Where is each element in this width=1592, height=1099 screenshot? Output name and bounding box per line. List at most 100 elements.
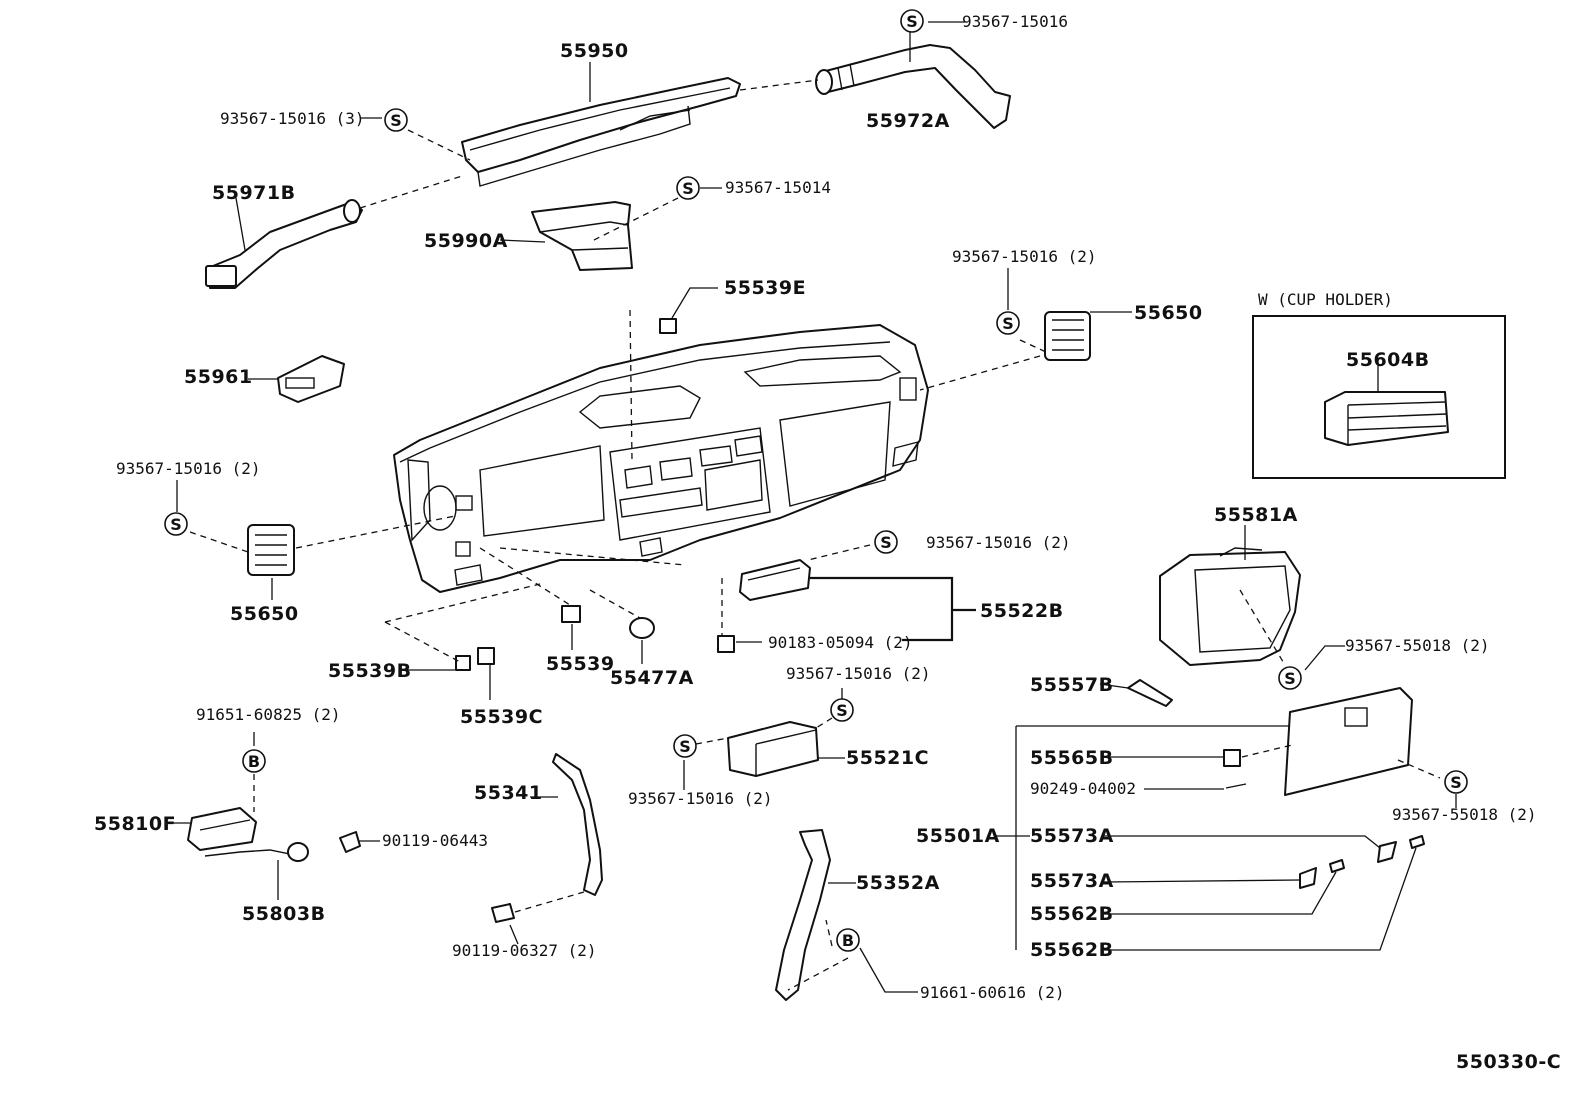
label-55477A: 55477A [610, 667, 694, 689]
svg-text:S: S [682, 179, 694, 198]
label-55573A-2: 55573A [1030, 870, 1114, 892]
s-symbol: S [830, 698, 854, 722]
label-55539B: 55539B [328, 660, 412, 682]
part-55650-left-vent [247, 524, 295, 576]
label-55562B-2: 55562B [1030, 939, 1114, 961]
label-93567-15016-2-right: 93567-15016 (2) [952, 247, 1097, 266]
part-55565B-lock [1223, 749, 1241, 767]
part-55990A-deflector [531, 201, 633, 271]
part-90119-06443-bolt [339, 831, 361, 853]
s-symbol: S [1278, 666, 1302, 690]
label-55521C: 55521C [846, 747, 929, 769]
label-90183-05094: 90183-05094 (2) [768, 633, 913, 652]
label-55604B: 55604B [1346, 349, 1430, 371]
s-symbol: S [164, 512, 188, 536]
label-55650-left: 55650 [230, 603, 299, 625]
part-labels: 55950 93567-15016 (3) 93567-15016 55972A… [94, 12, 1561, 1073]
s-symbol: S [1444, 770, 1468, 794]
part-55650-right-vent [1044, 311, 1091, 361]
label-55573A-1: 55573A [1030, 825, 1114, 847]
svg-text:S: S [1450, 773, 1462, 792]
label-55562B-1: 55562B [1030, 903, 1114, 925]
part-55521C-pocket [727, 721, 819, 777]
part-instrument-panel [393, 324, 929, 593]
label-93567-15016-2-middle: 93567-15016 (2) [926, 533, 1071, 552]
label-55810F: 55810F [94, 813, 176, 835]
svg-text:S: S [390, 111, 402, 130]
label-93567-15016-3: 93567-15016 (3) [220, 109, 365, 128]
part-55352A-bracket [775, 829, 831, 1001]
svg-text:S: S [906, 12, 918, 31]
label-55539E: 55539E [724, 277, 806, 299]
part-90119-06327-bolt [491, 903, 515, 923]
label-55539: 55539 [546, 653, 615, 675]
part-55581A-housing [1159, 547, 1301, 666]
label-93567-55018-lower: 93567-55018 (2) [1392, 805, 1537, 824]
b-symbol: B [836, 928, 860, 952]
part-55950-duct [461, 77, 741, 187]
part-55961-vent [277, 355, 345, 403]
b-symbol: B [242, 749, 266, 773]
label-cup-holder-title: W (CUP HOLDER) [1258, 290, 1393, 309]
label-55961: 55961 [184, 366, 253, 388]
label-91661-60616: 91661-60616 (2) [920, 983, 1065, 1002]
label-55650-right: 55650 [1134, 302, 1203, 324]
label-93567-15014: 93567-15014 [725, 178, 831, 197]
part-55573A-hinge-2 [1299, 867, 1317, 889]
part-55803B-connector [287, 842, 309, 862]
label-55539C: 55539C [460, 706, 543, 728]
svg-text:S: S [679, 737, 691, 756]
label-93567-55018-upper: 93567-55018 (2) [1345, 636, 1490, 655]
part-glove-box-door [1284, 687, 1413, 796]
label-55501A: 55501A [916, 825, 1000, 847]
leader-lines [165, 21, 1457, 993]
part-55539C-clip [477, 647, 495, 665]
svg-text:B: B [248, 752, 260, 771]
part-55539-clip [561, 605, 581, 623]
part-55573A-hinge-1 [1377, 841, 1397, 863]
label-93567-15016-2-center-lower: 93567-15016 (2) [628, 789, 773, 808]
part-55562B-screw-1 [1329, 859, 1345, 873]
label-55990A: 55990A [424, 230, 508, 252]
svg-text:S: S [880, 533, 892, 552]
label-55557B: 55557B [1030, 674, 1114, 696]
label-55341: 55341 [474, 782, 543, 804]
svg-text:B: B [842, 931, 854, 950]
part-90183-05094-clip [717, 635, 735, 653]
part-55810F-switch [187, 807, 257, 851]
label-55972A: 55972A [866, 110, 950, 132]
part-55522B-tray [739, 559, 811, 601]
part-90249-04002-pin [1225, 783, 1247, 789]
label-93567-15016-2-center: 93567-15016 (2) [786, 664, 931, 683]
label-55352A: 55352A [856, 872, 940, 894]
svg-text:S: S [1002, 314, 1014, 333]
svg-text:S: S [1284, 669, 1296, 688]
part-55539B-clip [455, 655, 471, 671]
s-symbol: S [900, 9, 924, 33]
label-90119-06443: 90119-06443 [382, 831, 488, 850]
label-55950: 55950 [560, 40, 629, 62]
label-55522B: 55522B [980, 600, 1064, 622]
label-90119-06327: 90119-06327 (2) [452, 941, 597, 960]
label-93567-15016-2-left: 93567-15016 (2) [116, 459, 261, 478]
s-symbol: S [996, 311, 1020, 335]
part-55341-bracket [552, 753, 603, 896]
svg-text:S: S [170, 515, 182, 534]
s-symbol: S [676, 176, 700, 200]
label-90249-04002: 90249-04002 [1030, 779, 1136, 798]
s-symbol: S [673, 734, 697, 758]
label-93567-15016-top: 93567-15016 [962, 12, 1068, 31]
part-55604B-cup-holder [1324, 391, 1449, 446]
part-55477A-grommet [629, 617, 655, 639]
label-55581A: 55581A [1214, 504, 1298, 526]
label-55803B: 55803B [242, 903, 326, 925]
part-55971B-duct [205, 199, 363, 289]
label-diagram-code: 550330-C [1456, 1051, 1561, 1073]
label-55565B: 55565B [1030, 747, 1114, 769]
cup-holder-frame [1252, 315, 1506, 479]
svg-text:S: S [836, 701, 848, 720]
part-55972A-duct [815, 44, 1011, 129]
label-55971B: 55971B [212, 182, 296, 204]
s-symbol: S [874, 530, 898, 554]
